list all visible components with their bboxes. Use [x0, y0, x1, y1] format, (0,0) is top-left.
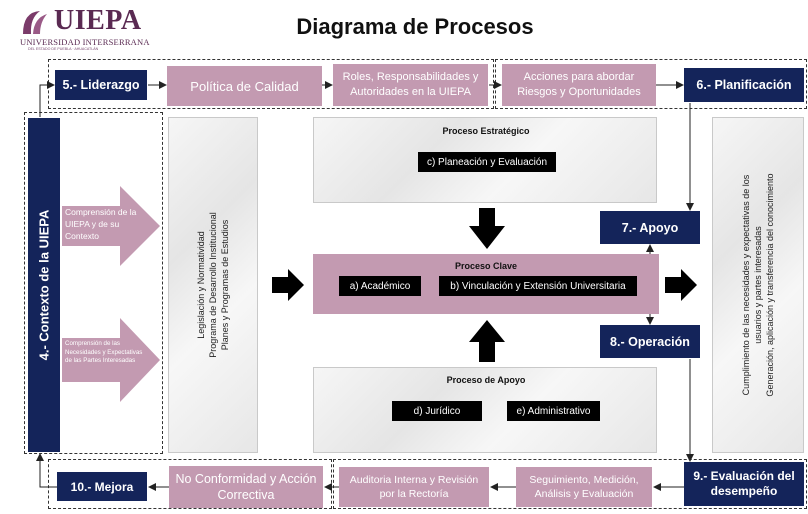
- logo-tagline: DEL ESTADO DE PUEBLA · AHUACATLÁN: [28, 47, 99, 51]
- page-title: Diagrama de Procesos: [296, 14, 534, 39]
- proceso-clave-panel: Proceso Clave a) Académico b) Vinculació…: [313, 254, 659, 314]
- logo-emblem-icon: [23, 11, 47, 34]
- proceso-clave-title: Proceso Clave: [454, 261, 518, 271]
- politica-calidad-box: Política de Calidad: [167, 66, 322, 106]
- evaluacion-desempeno-box: 9.- Evaluación del desempeño: [684, 462, 804, 506]
- liderazgo-box: 5.- Liderazgo: [55, 70, 147, 100]
- arrow-contexto-to-liderazgo: [39, 81, 55, 117]
- outputs-panel: Cumplimiento de las necesidades y expect…: [712, 117, 804, 453]
- arrow-mejora-to-contexto: [36, 453, 57, 488]
- planificacion-box: 6.- Planificación: [684, 68, 804, 102]
- arrow-estrategico-to-clave-icon: [469, 208, 505, 249]
- operacion-box: 8.- Operación: [600, 325, 700, 358]
- inputs-panel: Legislación y Normatividad Programa de D…: [168, 117, 258, 453]
- comprension-necesidades-arrow: Comprensión de las Necesidades y Expecta…: [62, 318, 160, 402]
- mejora-box: 10.- Mejora: [57, 472, 147, 501]
- comprension-contexto-label: Comprensión de la UIEPA y de su Contexto: [65, 207, 137, 241]
- proceso-apoyo-title: Proceso de Apoyo: [446, 375, 526, 385]
- seguimiento-box: Seguimiento, Medición, Análisis y Evalua…: [516, 467, 652, 507]
- planeacion-evaluacion-box: c) Planeación y Evaluación: [418, 152, 556, 172]
- contexto-box: 4.- Contexto de la UIEPA: [28, 118, 60, 452]
- roles-box: Roles, Responsabilidades y Autoridades e…: [333, 64, 488, 106]
- administrativo-box: e) Administrativo: [507, 401, 600, 421]
- arrow-clave-to-outputs-icon: [665, 269, 697, 301]
- proceso-estrategico-title: Proceso Estratégico: [442, 126, 530, 136]
- left-group-box: [24, 112, 163, 454]
- vinculacion-box: b) Vinculación y Extensión Universitaria: [439, 276, 637, 296]
- no-conformidad-box: No Conformidad y Acción Correctiva: [169, 466, 323, 508]
- apoyo-box: 7.- Apoyo: [600, 211, 700, 244]
- auditoria-box: Auditoria Interna y Revisión por la Rect…: [339, 467, 489, 507]
- academico-box: a) Académico: [339, 276, 421, 296]
- comprension-contexto-arrow: Comprensión de la UIEPA y de su Contexto: [62, 186, 160, 266]
- uiepa-logo: UIEPA UNIVERSIDAD INTERSERRANA DEL ESTAD…: [20, 5, 160, 52]
- logo-name: UIEPA: [54, 5, 142, 36]
- comprension-necesidades-label: Comprensión de las Necesidades y Expecta…: [65, 340, 143, 364]
- arrow-apoyo-to-clave-icon: [469, 320, 505, 362]
- bottom-right-group-box: [333, 459, 807, 509]
- juridico-box: d) Jurídico: [392, 401, 482, 421]
- logo-subtitle: UNIVERSIDAD INTERSERRANA: [20, 37, 150, 47]
- proceso-apoyo-panel: Proceso de Apoyo d) Jurídico e) Administ…: [313, 367, 657, 453]
- proceso-estrategico-panel: Proceso Estratégico c) Planeación y Eval…: [313, 117, 657, 203]
- arrow-inputs-to-clave-icon: [272, 269, 304, 301]
- acciones-box: Acciones para abordar Riesgos y Oportuni…: [502, 64, 656, 106]
